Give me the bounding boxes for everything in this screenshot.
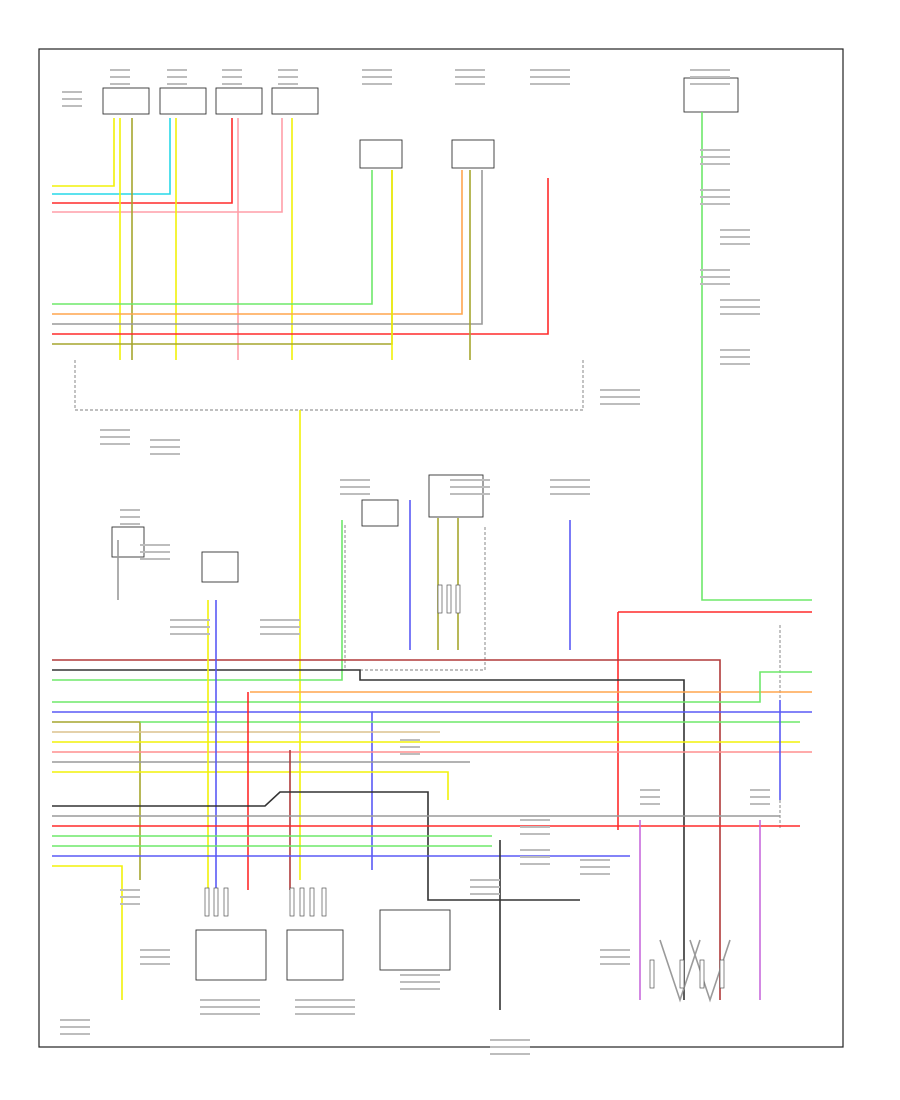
connector-pin-4	[299, 887, 305, 917]
wire-black-43	[52, 791, 580, 901]
dashed-ecu-mid	[344, 525, 486, 671]
wire-green-29	[52, 671, 812, 703]
wire-red-2	[52, 118, 233, 204]
relay-mid-left	[111, 526, 145, 558]
tiny-labels	[60, 69, 770, 1055]
connector-4	[271, 87, 319, 115]
wire-orange-10	[52, 170, 463, 315]
diagram-border	[38, 48, 844, 1048]
connector-pin-7	[437, 584, 443, 614]
top-connectors	[102, 87, 319, 115]
wire-gray-54	[659, 939, 701, 1003]
wire-green-9	[52, 170, 373, 305]
wire-yellow-38	[52, 771, 449, 800]
connector-pin-10	[649, 959, 655, 989]
connector-pin-9	[455, 584, 461, 614]
wire-cyan-1	[52, 118, 171, 195]
bottom-sensor-3	[379, 909, 451, 971]
sensor-block-1	[359, 139, 403, 169]
wire-pink-3	[52, 118, 283, 213]
connector-pin-5	[309, 887, 315, 917]
wire-gray-11	[52, 170, 483, 325]
bottom-sensor-1	[195, 929, 267, 981]
connector-pin-1	[213, 887, 219, 917]
wire-yellow-49	[52, 865, 123, 1000]
wire-olive-13	[52, 170, 393, 345]
connector-2	[159, 87, 207, 115]
connector-pin-0	[204, 887, 210, 917]
connector-pins	[204, 584, 725, 989]
connector-3	[215, 87, 263, 115]
wires	[52, 112, 812, 1010]
wire-red-12	[52, 178, 549, 335]
connector-pin-13	[719, 959, 725, 989]
wire-yellow-0	[52, 118, 115, 187]
sensor-block-2	[451, 139, 495, 169]
sensor-mid-left	[361, 499, 399, 527]
connector-pin-12	[699, 959, 705, 989]
connector-pin-8	[446, 584, 452, 614]
wire-darkred-26	[52, 659, 721, 1000]
wire-black-27	[52, 669, 685, 1000]
bottom-sensor-2	[286, 929, 344, 981]
connector-1	[102, 87, 150, 115]
connector-pin-6	[321, 887, 327, 917]
connector-pin-11	[679, 959, 685, 989]
wire-green-20	[52, 520, 343, 681]
sensor-blocks	[111, 77, 739, 981]
connector-pin-2	[223, 887, 229, 917]
connector-mid	[428, 474, 484, 518]
wire-green-16	[701, 112, 812, 601]
dashed-ecu-top	[74, 360, 584, 411]
relay-mid	[201, 551, 239, 583]
dashed-lines	[74, 360, 781, 830]
connector-pin-3	[289, 887, 295, 917]
